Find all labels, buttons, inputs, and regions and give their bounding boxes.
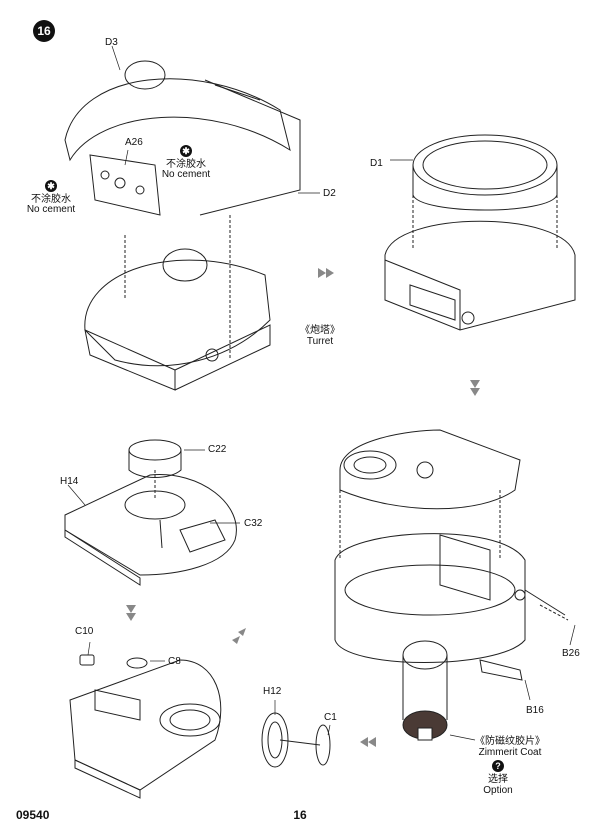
zimmerit-cn-note: 《防磁纹胶片》: [475, 736, 545, 747]
part-label-c10: C10: [75, 626, 94, 637]
no-cement-cn-note-1: 不涂胶水: [166, 159, 206, 170]
no-cement-icon: ✱: [180, 145, 192, 157]
option-cn-note: 选择: [488, 774, 508, 785]
plate-detail-drawing: [69, 654, 222, 799]
page-number: 16: [293, 808, 307, 822]
question-mark-icon: ?: [492, 760, 504, 772]
turret-en-note: Turret: [306, 336, 334, 347]
part-label-b26: B26: [562, 648, 580, 659]
part-label-d3: D3: [105, 37, 118, 48]
no-cement-icon: ✱: [45, 180, 57, 192]
no-cement-en-note-2: No cement: [26, 204, 76, 215]
turret-cn-note: 《炮塔》: [300, 325, 340, 336]
part-label-c22: C22: [208, 444, 227, 455]
zimmerit-en-note: Zimmerit Coat: [478, 747, 542, 758]
no-cement-cn-note-2: 不涂胶水: [31, 194, 71, 205]
no-cement-en-note-1: No cement: [161, 169, 211, 180]
turret-base-drawing: [64, 60, 301, 391]
option-en-note: Option: [483, 785, 513, 796]
part-label-c1: C1: [324, 712, 337, 723]
kit-code: 09540: [16, 808, 50, 822]
part-label-b16: B16: [526, 705, 544, 716]
part-label-c32: C32: [244, 518, 263, 529]
part-label-c8: C8: [168, 656, 181, 667]
leader-lines: [67, 45, 576, 741]
step-arrow-icon: [126, 268, 480, 747]
full-turret-drawing: [334, 429, 569, 741]
top-plate-drawing: [64, 439, 237, 586]
part-label-h14: H14: [60, 476, 79, 487]
part-label-d1: D1: [370, 158, 383, 169]
step-number-badge: 16: [33, 20, 55, 42]
h12-c1-drawing: [261, 712, 331, 768]
part-label-a26: A26: [125, 137, 143, 148]
part-label-h12: H12: [263, 686, 282, 697]
part-label-d2: D2: [323, 188, 336, 199]
turret-ring-drawing: [384, 134, 576, 331]
